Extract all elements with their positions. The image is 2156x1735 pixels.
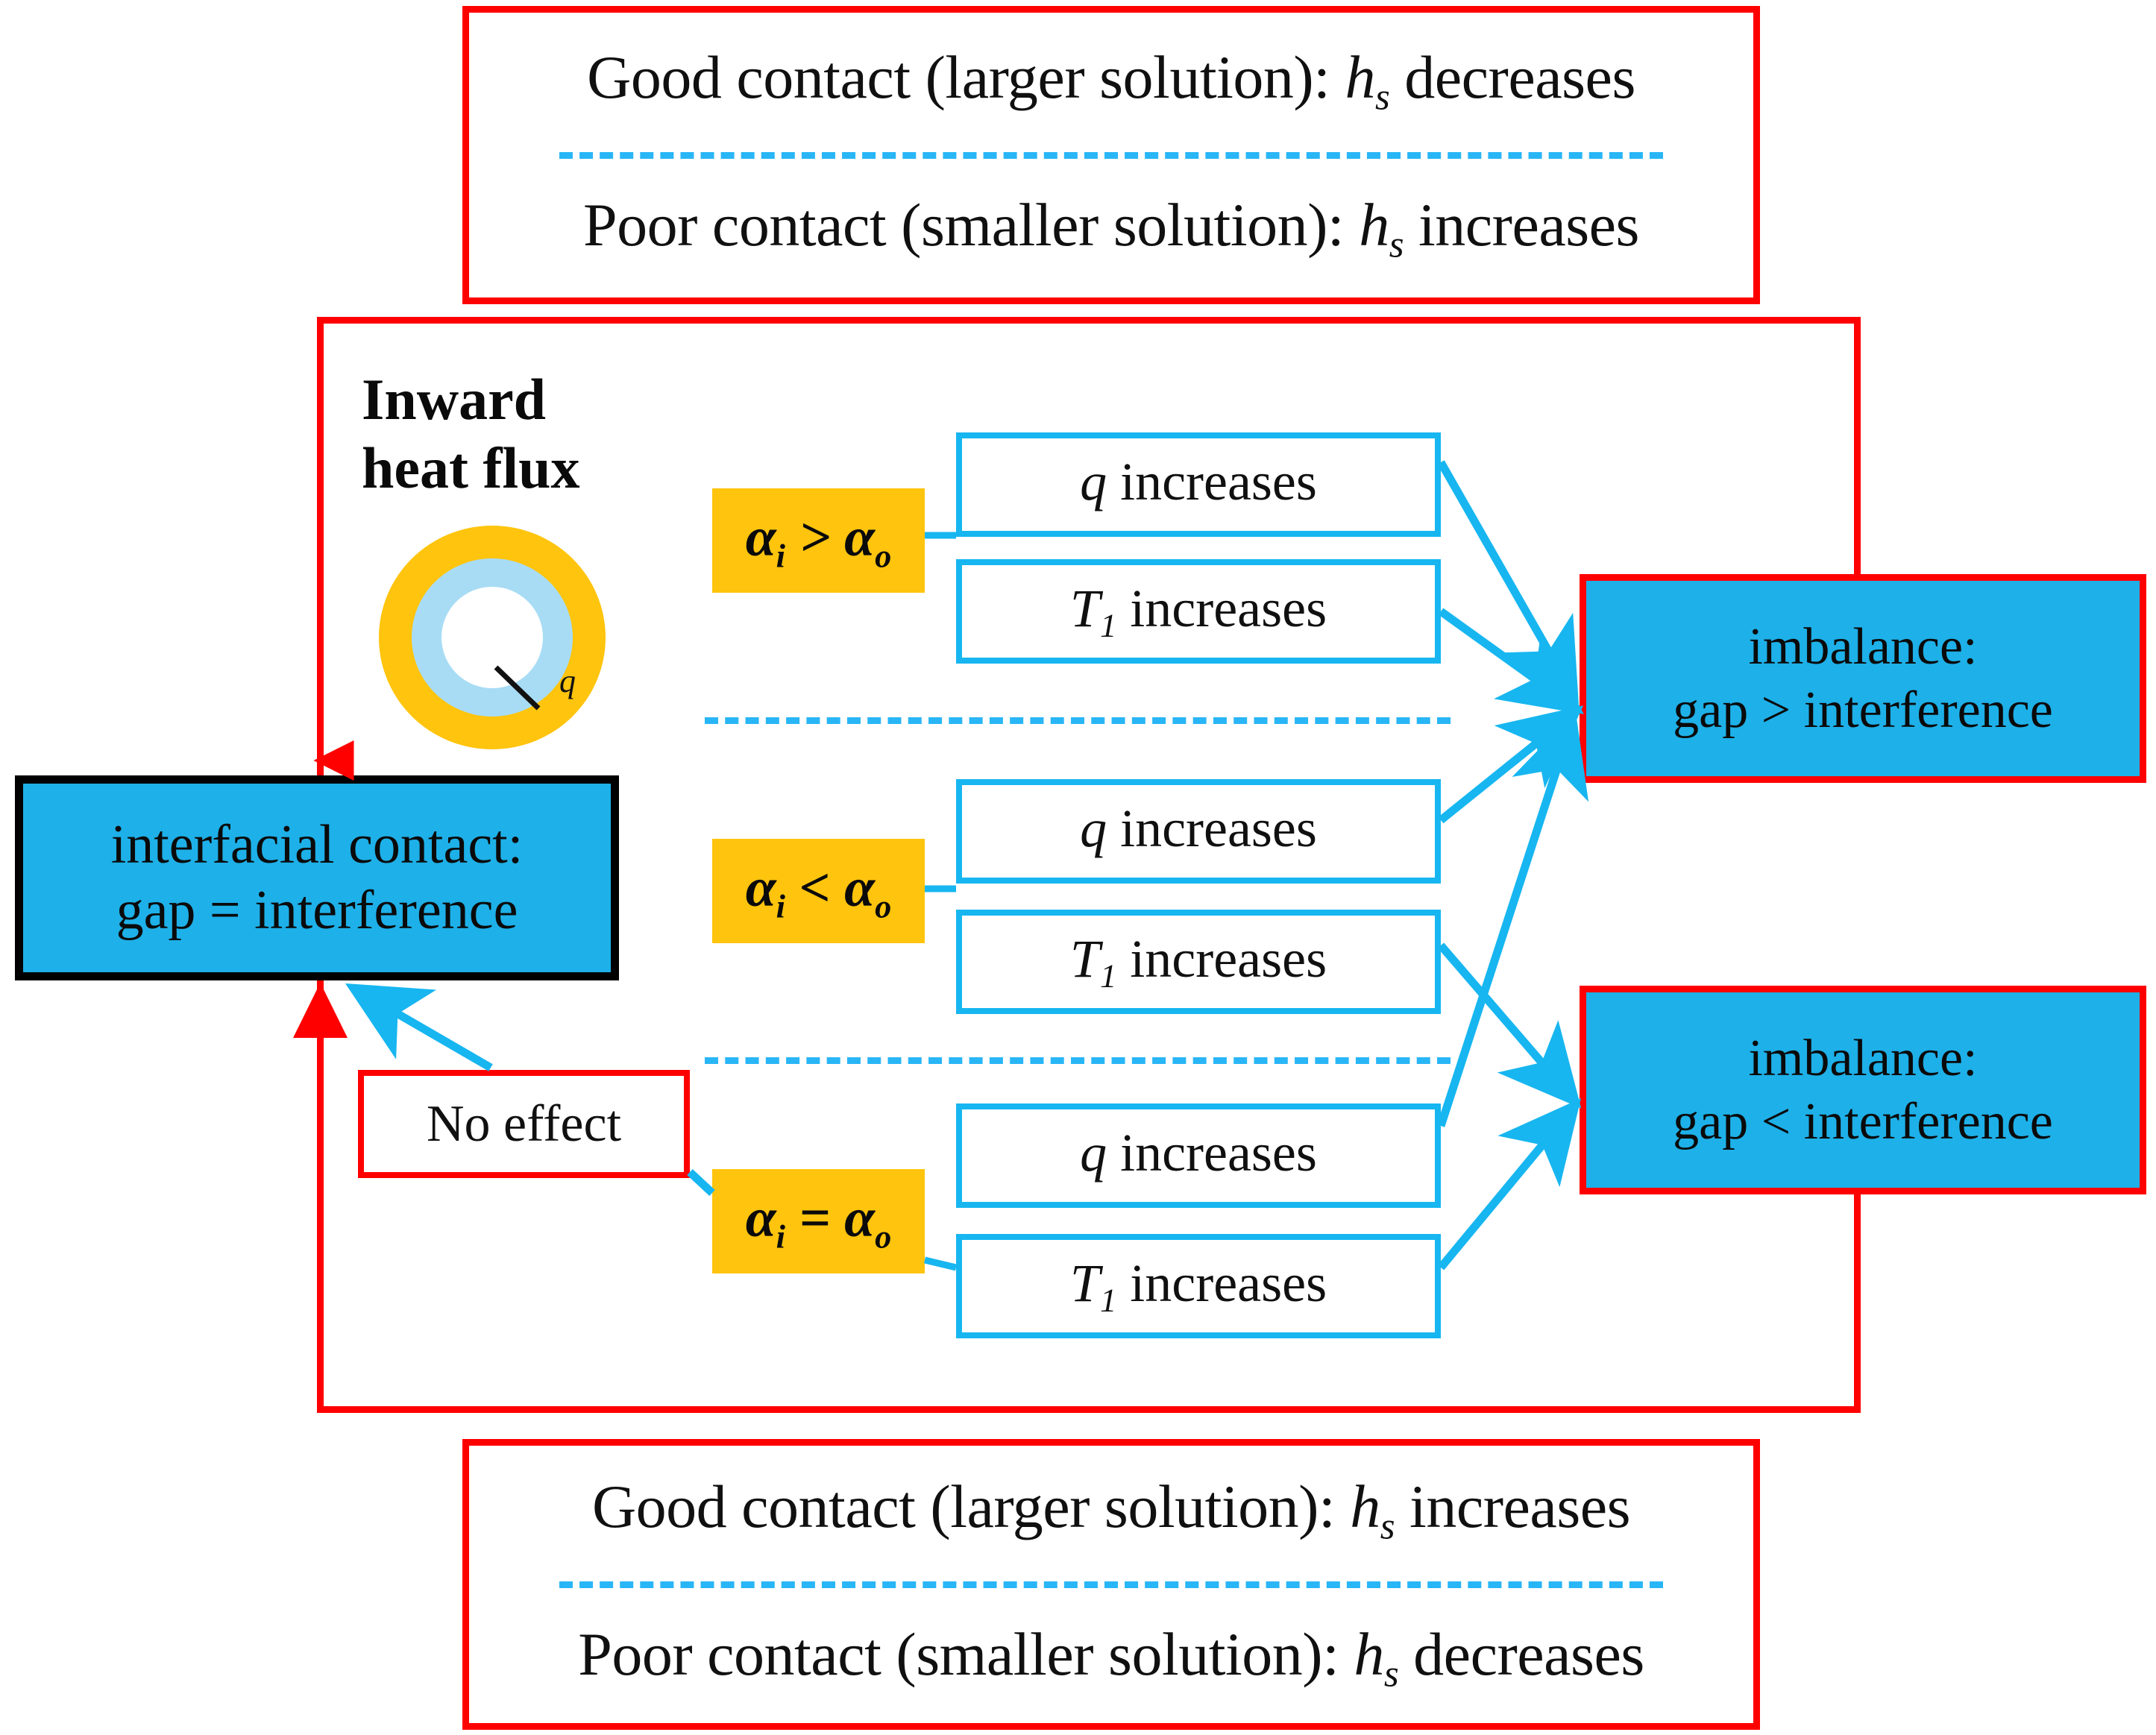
condition-tag-alpha-lt-label: αi < αo xyxy=(745,857,892,925)
cyan-arrow-q1-to-gap-greater xyxy=(1437,460,1579,705)
no-effect-box[interactable]: No effect xyxy=(358,1070,690,1178)
h-subscript: s xyxy=(1383,1651,1399,1694)
group-separator-1 xyxy=(705,717,1451,724)
effect-box-t1-1[interactable]: T1 increases xyxy=(956,559,1441,664)
interfacial-contact-line-2: gap = interference xyxy=(116,879,518,941)
flux-label-q: q xyxy=(559,663,576,699)
effect-box-t1-3-label: T1 increases xyxy=(1069,1253,1327,1319)
page-title-line-1: Inward xyxy=(362,367,547,432)
top-panel-line-2: Poor contact (smaller solution): hs incr… xyxy=(583,190,1639,265)
cyan-arrow-t1-2-to-gap-less xyxy=(1437,942,1582,1109)
outcome-lower-connector xyxy=(1854,1193,1861,1411)
h-subscript: s xyxy=(1374,75,1390,118)
outcome-box-gap-less-line-1: imbalance: xyxy=(1748,1029,1978,1087)
h-symbol: h xyxy=(1350,1473,1380,1541)
top-panel-line-1: Good contact (larger solution): hs decre… xyxy=(587,43,1635,118)
effect-box-q-3-label: q increases xyxy=(1080,1123,1317,1183)
effect-box-t1-2[interactable]: T1 increases xyxy=(956,910,1441,1014)
condition-tag-alpha-gt[interactable]: αi > αo xyxy=(712,488,925,593)
annulus-heat-flux-icon: q xyxy=(373,522,612,768)
bottom-panel-line-1: Good contact (larger solution): hs incre… xyxy=(591,1473,1631,1547)
no-effect-label: No effect xyxy=(426,1095,622,1153)
page-title-line-2: heat flux xyxy=(362,435,580,501)
h-symbol: h xyxy=(1345,43,1375,112)
outcome-box-gap-greater[interactable]: imbalance: gap > interference xyxy=(1580,574,2146,783)
outcome-box-gap-greater-line-1: imbalance: xyxy=(1748,617,1978,676)
cyan-arrow-no-effect-feedback xyxy=(345,983,493,1071)
effect-box-t1-1-label: T1 increases xyxy=(1069,579,1327,644)
effect-box-t1-3[interactable]: T1 increases xyxy=(956,1234,1441,1338)
effect-box-t1-2-label: T1 increases xyxy=(1069,929,1327,995)
cyan-arrow-q3-to-gap-greater xyxy=(1436,711,1589,1127)
page-title: Inward heat flux xyxy=(362,365,580,503)
outcome-box-gap-less-line-2: gap < interference xyxy=(1673,1093,2053,1150)
cyan-arrow-t1-3-to-gap-less xyxy=(1437,1098,1582,1270)
top-panel-divider xyxy=(559,151,1664,159)
effect-box-q-3[interactable]: q increases xyxy=(956,1103,1441,1208)
cyan-arrow-q2-to-gap-greater xyxy=(1438,705,1584,824)
cyan-link-alpha-eq-to-no-effect xyxy=(687,1168,715,1197)
bottom-panel-line-2: Poor contact (smaller solution): hs decr… xyxy=(578,1619,1644,1694)
effect-box-q-1-label: q increases xyxy=(1080,452,1317,512)
frame-bottom-edge xyxy=(317,1406,1861,1413)
condition-tag-alpha-gt-label: αi > αo xyxy=(745,506,892,575)
h-symbol: h xyxy=(1359,190,1389,259)
effect-box-q-1[interactable]: q increases xyxy=(956,432,1441,537)
cyan-link-alpha-eq-stub xyxy=(923,1256,958,1271)
bottom-panel-divider xyxy=(559,1581,1664,1588)
effect-box-q-2-label: q increases xyxy=(1080,799,1317,859)
bottom-conclusion-panel: Good contact (larger solution): hs incre… xyxy=(462,1439,1760,1730)
outcome-box-gap-less[interactable]: imbalance: gap < interference xyxy=(1580,986,2146,1194)
condition-tag-alpha-eq-label: αi = αo xyxy=(745,1187,892,1256)
effect-box-q-2[interactable]: q increases xyxy=(956,779,1441,884)
condition-tag-alpha-lt[interactable]: αi < αo xyxy=(712,839,925,943)
frame-right-upper-stub xyxy=(1854,317,1861,578)
h-subscript: s xyxy=(1389,222,1404,265)
h-subscript: s xyxy=(1380,1505,1395,1547)
interfacial-contact-box[interactable]: interfacial contact: gap = interference xyxy=(15,775,619,980)
h-symbol: h xyxy=(1354,1619,1384,1688)
top-conclusion-panel: Good contact (larger solution): hs decre… xyxy=(462,6,1760,304)
group-separator-2 xyxy=(705,1057,1451,1064)
interfacial-contact-line-1: interfacial contact: xyxy=(110,814,524,876)
cyan-arrow-t1-1-to-gap-greater xyxy=(1438,608,1584,714)
outcome-box-gap-greater-line-2: gap > interference xyxy=(1673,681,2053,739)
frame-top-edge xyxy=(317,317,1861,324)
condition-tag-alpha-eq[interactable]: αi = αo xyxy=(712,1169,925,1273)
